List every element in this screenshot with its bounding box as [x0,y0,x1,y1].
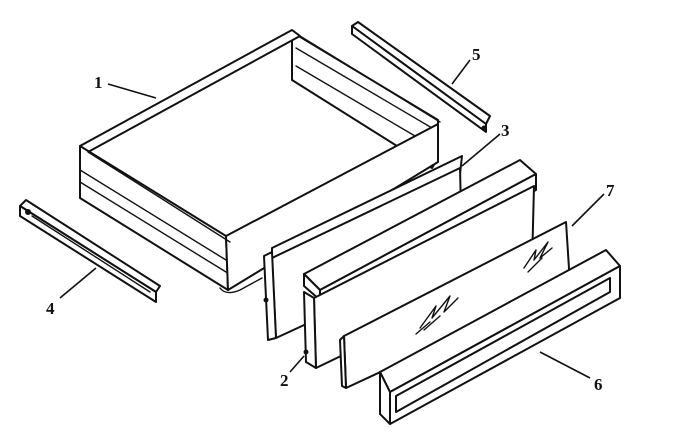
callout-6: 6 [594,375,603,394]
leader-1 [107,83,157,99]
callout-4: 4 [46,299,55,318]
part-5-rail [351,21,491,133]
leader-6 [539,351,591,379]
leader-5 [451,59,471,85]
leader-7 [571,193,605,227]
leader-lines [59,59,605,379]
leader-3 [461,133,501,167]
callout-1: 1 [94,73,103,92]
callout-5: 5 [472,45,481,64]
callout-3: 3 [501,121,510,140]
callout-2: 2 [280,371,289,390]
part-4-rail [19,199,161,303]
part-6-door-frame [379,249,621,425]
leader-4 [59,267,97,299]
callout-7: 7 [606,181,615,200]
leader-2 [289,355,305,373]
